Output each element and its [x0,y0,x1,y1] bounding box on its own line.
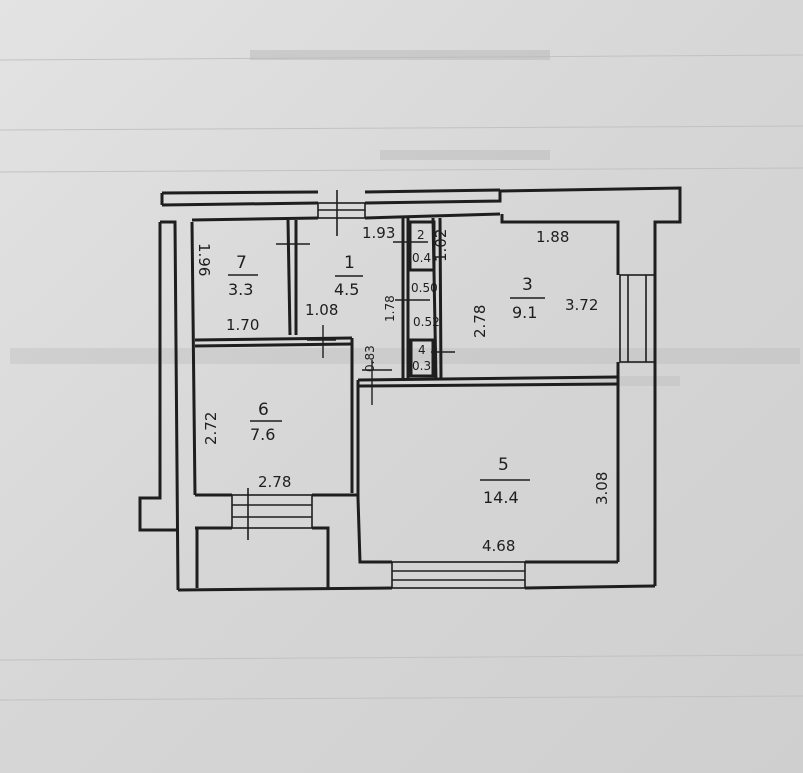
dim-1-70: 1.70 [226,316,259,334]
room-6-area: 7.6 [250,425,275,444]
dimension-ticks [276,241,455,405]
dim-1-78: 1.78 [383,295,397,322]
room-2: 2 0.4 [412,228,431,265]
room-7-number: 7 [236,253,247,273]
room-4-number: 4 [418,343,426,357]
dim-4-68: 4.68 [482,537,515,555]
room-7-area: 3.3 [228,280,253,299]
dim-0-83: 0.83 [363,345,377,372]
room-3-number: 3 [522,275,533,295]
room-6: 6 7.6 [250,400,282,444]
room-3: 3 9.1 [510,275,545,322]
dim-1-02: 1.02 [432,229,450,262]
room-3-area: 9.1 [512,303,537,322]
room-4: 4 0.3 [412,343,431,373]
show-through-print [10,50,800,386]
dim-3-72: 3.72 [565,296,598,314]
room-2-area: 0.4 [412,251,431,265]
room-4-area: 0.3 [412,359,431,373]
dim-1-93: 1.93 [362,224,395,242]
room-5-area: 14.4 [483,488,519,507]
dim-2-78-horizontal: 2.78 [258,473,291,491]
dim-1-08: 1.08 [305,301,338,319]
dim-2-78-vertical: 2.78 [471,305,489,338]
dim-3-08: 3.08 [593,472,611,505]
dim-2-72: 2.72 [202,412,220,445]
room-7: 7 3.3 [228,253,258,299]
dim-1-96: 1.96 [195,243,213,276]
room-2-number: 2 [417,228,425,242]
room-6-number: 6 [258,400,269,420]
openings [231,190,656,589]
dimensions: 1.96 1.70 1.08 1.93 1.02 1.88 3.72 0.50 … [195,224,611,555]
dim-1-88: 1.88 [536,228,569,246]
room-1-number: 1 [344,253,355,273]
walls [138,186,682,592]
room-1: 1 4.5 [334,253,363,299]
room-5: 5 14.4 [480,455,530,507]
room-1-area: 4.5 [334,280,359,299]
dim-0-50: 0.50 [411,281,438,295]
paper-ruled-lines [0,54,803,701]
room-5-number: 5 [498,455,509,475]
dim-0-52: 0.52 [413,315,440,329]
